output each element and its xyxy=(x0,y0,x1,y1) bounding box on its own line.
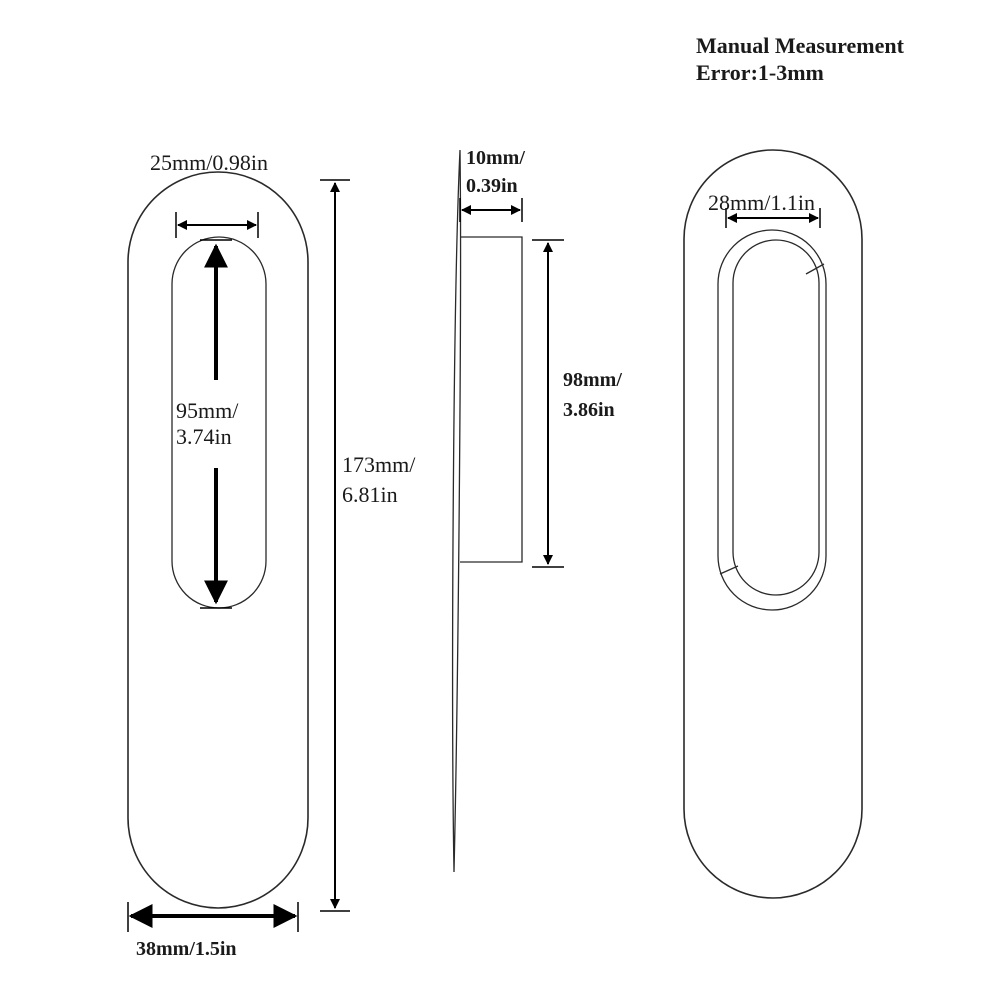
back-slot-inner xyxy=(732,239,820,596)
bottom-width-label: 38mm/1.5in xyxy=(136,938,237,960)
side-view: 10mm/ 0.39in 98mm/ 3.86in xyxy=(452,147,627,873)
measurement-title: Manual Measurement xyxy=(696,33,904,58)
side-body-profile xyxy=(460,236,523,563)
total-height-label: 173mm/ 6.81in xyxy=(342,452,421,507)
back-slot-seam-top xyxy=(805,263,825,275)
slot-height-label: 95mm/ 3.74in xyxy=(176,398,244,449)
measurement-error: Error:1-3mm xyxy=(696,60,824,85)
slot-height-label-mm: 95mm/ xyxy=(176,398,239,423)
depth-label-in: 0.39in xyxy=(466,175,518,197)
slot-height-label-in: 3.74in xyxy=(176,424,232,449)
back-slot-seam-bottom xyxy=(719,565,739,575)
body-height-label: 98mm/ 3.86in xyxy=(563,369,627,421)
total-height-label-in: 6.81in xyxy=(342,482,398,507)
front-view: 25mm/0.98in 95mm/ 3.74in 173mm/ 6.81in 3… xyxy=(127,150,421,960)
total-height-label-mm: 173mm/ xyxy=(342,452,416,477)
back-plate-outline xyxy=(683,149,863,899)
slot-width-label: 28mm/1.1in xyxy=(708,190,815,215)
body-height-label-mm: 98mm/ xyxy=(563,369,622,391)
back-view: 28mm/1.1in xyxy=(683,149,863,899)
depth-label-mm: 10mm/ xyxy=(466,147,525,169)
top-width-label: 25mm/0.98in xyxy=(150,150,268,175)
back-slot-outer xyxy=(717,229,827,611)
measurement-note: Manual Measurement Error:1-3mm xyxy=(696,32,904,86)
side-plate-profile xyxy=(452,149,462,873)
body-height-label-in: 3.86in xyxy=(563,399,615,421)
depth-label: 10mm/ 0.39in xyxy=(466,147,530,197)
